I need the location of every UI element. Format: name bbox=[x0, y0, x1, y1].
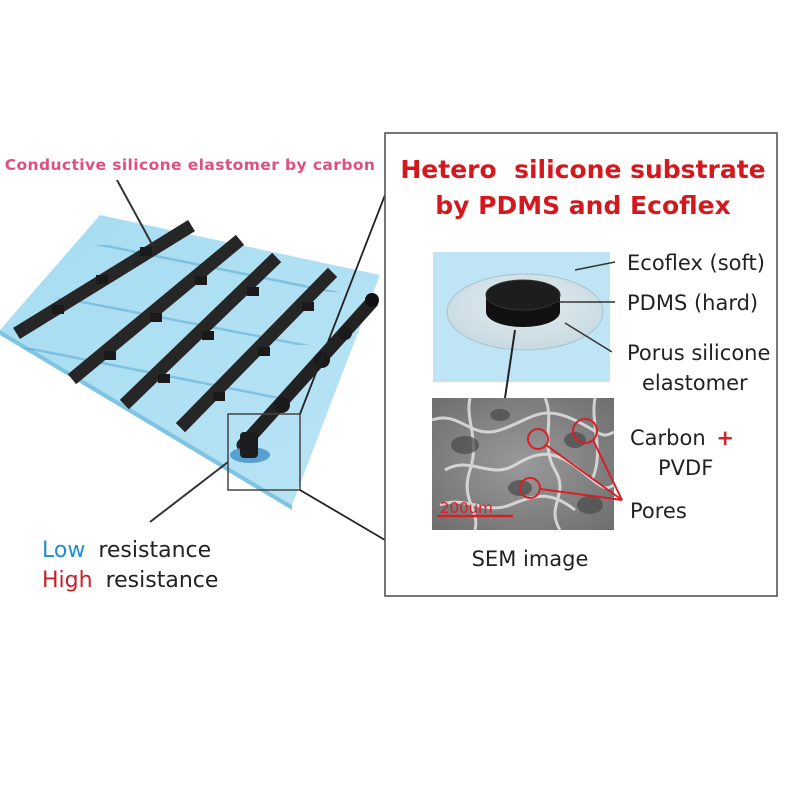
electrode-joints bbox=[52, 247, 314, 401]
sem-image: 200um bbox=[431, 397, 615, 531]
pvdf-label: PVDF bbox=[658, 456, 713, 480]
low-resistance-label: Low resistance bbox=[42, 538, 211, 563]
inset-panel: Hetero silicone substrate by PDMS and Ec… bbox=[384, 132, 778, 597]
high-word: High bbox=[42, 568, 93, 593]
substrate-illustration bbox=[0, 179, 386, 541]
conductive-elastomer-label: Conductive silicone elastomer by carbon bbox=[5, 156, 376, 174]
label-pointer-top bbox=[116, 179, 154, 247]
pores-label: Pores bbox=[630, 499, 687, 523]
low-word: Low bbox=[42, 538, 85, 563]
pore-circle-1 bbox=[527, 428, 549, 450]
label-pointer-bottom bbox=[149, 461, 229, 523]
carbon-word: Carbon bbox=[630, 426, 706, 450]
pore-markers bbox=[519, 418, 598, 499]
zoom-connector-bottom bbox=[299, 489, 386, 541]
sem-connector bbox=[504, 329, 516, 399]
pore-circle-3 bbox=[519, 477, 541, 499]
porous-pointer bbox=[564, 322, 613, 353]
layer-illustration bbox=[433, 252, 610, 382]
inset-title-line2: by PDMS and Ecoflex bbox=[435, 191, 731, 220]
sem-caption: SEM image bbox=[472, 547, 589, 571]
porous-label-line1: Porus silicone bbox=[627, 341, 770, 365]
raised-electrode bbox=[230, 293, 379, 463]
scale-bar-label: 200um bbox=[440, 499, 493, 517]
pores-pointers bbox=[539, 439, 623, 501]
plus-sign: + bbox=[716, 426, 734, 450]
zoom-connector-top bbox=[299, 194, 386, 415]
pdms-cylinder-top bbox=[485, 279, 561, 311]
low-resistance-word: resistance bbox=[98, 538, 211, 563]
ecoflex-pointer bbox=[574, 261, 616, 271]
high-resistance-word: resistance bbox=[106, 568, 219, 593]
zoom-box bbox=[227, 413, 301, 491]
ecoflex-label: Ecoflex (soft) bbox=[627, 251, 765, 275]
high-resistance-label: High resistance bbox=[42, 568, 218, 593]
pdms-label: PDMS (hard) bbox=[627, 291, 758, 315]
porous-label-line2: elastomer bbox=[642, 371, 748, 395]
carbon-label: Carbon + bbox=[630, 426, 734, 450]
pore-circle-2 bbox=[572, 418, 598, 444]
inset-title-line1: Hetero silicone substrate bbox=[400, 155, 765, 184]
